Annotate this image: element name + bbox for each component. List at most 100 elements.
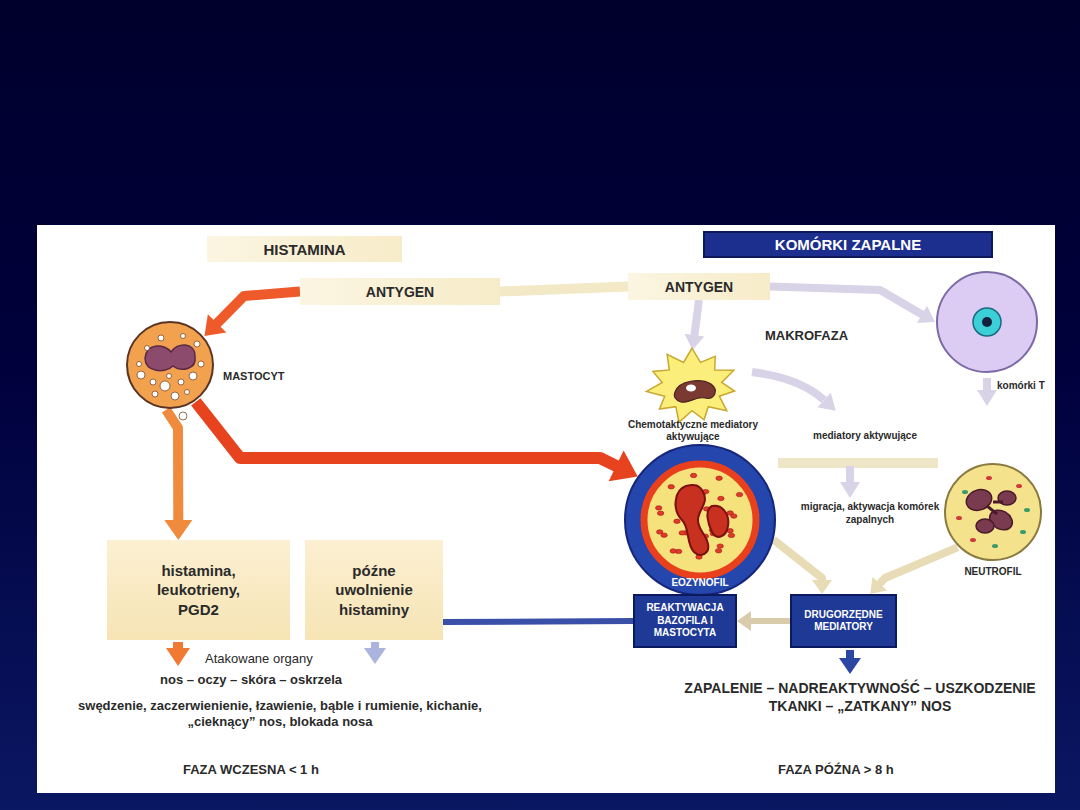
illustration-part	[976, 519, 994, 533]
illustration-part	[185, 390, 190, 395]
cell-label: komórki T	[997, 380, 1045, 392]
illustration-part	[716, 476, 722, 480]
annotation-text: nos – oczy – skóra – oskrzela	[160, 672, 342, 688]
illustration-part	[647, 348, 735, 422]
illustration-part	[171, 392, 179, 400]
illustration-part	[657, 530, 663, 534]
arrowhead	[870, 577, 887, 594]
illustration-part	[137, 362, 142, 367]
mast-cell: MASTOCYT	[125, 320, 215, 410]
node-text: REAKTYWACJA BAZOFILA I MASTOCYTA	[640, 602, 730, 640]
heading-box: KOMÓRKI ZAPALNE	[703, 231, 993, 258]
connector	[773, 540, 822, 581]
illustration-part	[1020, 530, 1026, 534]
illustration-part	[731, 514, 737, 518]
annotation-text: migracja, aktywacja komórek zapalnych	[785, 501, 955, 526]
illustration-part	[707, 506, 728, 537]
annotation-text: mediatory aktywujące	[805, 430, 925, 443]
illustration-part	[668, 485, 674, 489]
illustration-part	[992, 544, 998, 548]
node-text: ANTYGEN	[366, 284, 434, 300]
eosinophil-cell: EOZYNOFIL	[624, 444, 776, 596]
illustration-part	[150, 379, 156, 385]
illustration-part	[656, 506, 662, 510]
cell-label: NEUTROFIL	[943, 566, 1043, 578]
connector	[770, 287, 923, 316]
annotation-text: swędzenie, zaczerwienienie, łzawienie, b…	[70, 698, 490, 731]
illustration-part	[945, 464, 1041, 560]
illustration-part	[690, 473, 696, 477]
heading-band: HISTAMINA	[207, 236, 402, 262]
illustration-part	[728, 533, 734, 537]
illustration-part	[986, 476, 992, 480]
arrowhead	[917, 306, 935, 323]
annotation-text: Atakowane organy	[205, 651, 313, 667]
cell-label: Chemotaktyczne mediatory aktywujące	[618, 419, 768, 443]
cell-illustration	[943, 462, 1043, 562]
illustration-part	[956, 516, 962, 520]
arrowhead	[685, 334, 705, 350]
illustration-part	[679, 531, 685, 535]
illustration-part	[982, 317, 992, 327]
illustration-part	[962, 490, 968, 494]
illustration-part	[181, 334, 186, 339]
illustration-part	[973, 308, 1001, 336]
mediator-box: późne uwolnienie histaminy	[305, 540, 443, 640]
cell-illustration	[935, 270, 1039, 374]
arrowhead	[737, 611, 751, 631]
illustration-part	[970, 538, 976, 542]
band-line	[778, 458, 938, 468]
cell-label: MAKROFAZA	[765, 328, 848, 344]
illustration-part	[717, 544, 723, 548]
arrow	[983, 378, 991, 390]
illustration-part	[1024, 508, 1030, 512]
connector	[443, 621, 633, 622]
arrowhead	[164, 520, 192, 540]
connector	[166, 410, 178, 521]
connector	[196, 402, 617, 466]
arrow	[173, 642, 183, 648]
node-text: DRUGORZĘDNE MEDIATORY	[799, 609, 889, 634]
illustration-part	[657, 511, 663, 515]
illustration-part	[676, 485, 709, 555]
illustration-part	[152, 391, 158, 397]
illustration-part	[644, 464, 756, 576]
antigen-band: ANTYGEN	[628, 273, 770, 300]
illustration-part	[178, 379, 184, 385]
illustration-part	[189, 372, 197, 380]
illustration-part	[167, 374, 172, 379]
illustration-part	[145, 346, 150, 351]
illustration-part	[686, 385, 696, 392]
antigen-band: ANTYGEN	[300, 278, 500, 305]
illustration-part	[158, 335, 164, 341]
node-text: ANTYGEN	[665, 279, 733, 295]
illustration-part	[160, 381, 170, 391]
mediator-box: histamina, leukotrieny, PGD2	[107, 540, 290, 640]
node-text: HISTAMINA	[263, 241, 345, 258]
illustration-part	[137, 371, 145, 379]
illustration-part	[625, 445, 775, 595]
connector	[879, 547, 958, 584]
cell-illustration	[125, 320, 215, 410]
annotation-text: FAZA PÓŹNA > 8 h	[778, 762, 894, 778]
illustration-part	[670, 549, 676, 553]
illustration-part	[1016, 484, 1022, 488]
node-text: KOMÓRKI ZAPALNE	[775, 236, 921, 253]
annotation-text: ZAPALENIE – NADREAKTYWNOŚĆ – USZKODZENIE…	[680, 680, 1040, 715]
node-text: histamina, leukotrieny, PGD2	[139, 561, 259, 620]
t-cell: komórki T	[935, 270, 1039, 374]
cell-label: MASTOCYT	[223, 370, 285, 383]
annotation-text: FAZA WCZESNA < 1 h	[183, 762, 319, 778]
illustration-part	[987, 502, 1003, 514]
illustration-part	[715, 549, 721, 553]
illustration-part	[937, 272, 1037, 372]
process-box: REAKTYWACJA BAZOFILA I MASTOCYTA	[633, 594, 737, 648]
neutrophil-cell: NEUTROFIL	[943, 462, 1043, 562]
illustration-part	[674, 519, 680, 523]
process-box: DRUGORZĘDNE MEDIATORY	[790, 594, 897, 648]
cell-illustration	[624, 444, 776, 596]
node-text: późne uwolnienie histaminy	[324, 561, 424, 620]
illustration-part	[194, 341, 200, 347]
connector	[750, 618, 790, 624]
illustration-part	[179, 412, 187, 420]
